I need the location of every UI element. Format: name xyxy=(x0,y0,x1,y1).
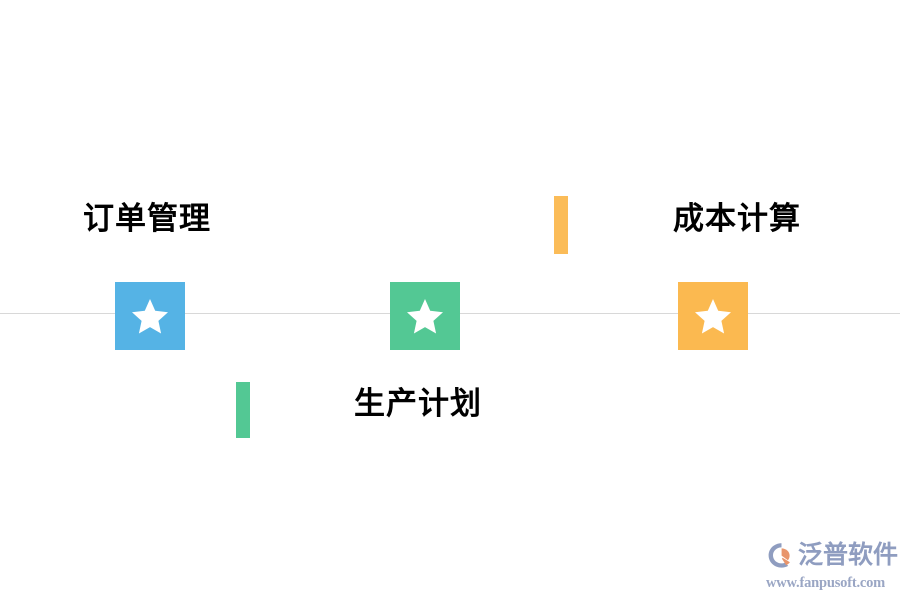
star-icon xyxy=(130,296,170,336)
watermark-brand-text: 泛普软件 xyxy=(798,540,899,569)
fanpu-swoosh-logo-icon xyxy=(766,540,796,570)
accent-bar-green xyxy=(236,382,250,438)
milestone-label-cost: 成本计算 xyxy=(673,201,801,236)
watermark: 泛普软件 www.fanpusoft.com xyxy=(766,537,899,595)
milestone-badge-plan[interactable] xyxy=(390,282,460,350)
accent-bar-orange xyxy=(554,196,568,254)
star-icon xyxy=(693,296,733,336)
watermark-brand-row: 泛普软件 xyxy=(766,537,899,573)
watermark-url-text: www.fanpusoft.com xyxy=(766,575,886,591)
milestone-label-plan: 生产计划 xyxy=(354,386,482,421)
star-icon xyxy=(405,296,445,336)
milestone-label-order: 订单管理 xyxy=(83,201,211,236)
milestone-badge-order[interactable] xyxy=(115,282,185,350)
milestone-badge-cost[interactable] xyxy=(678,282,748,350)
